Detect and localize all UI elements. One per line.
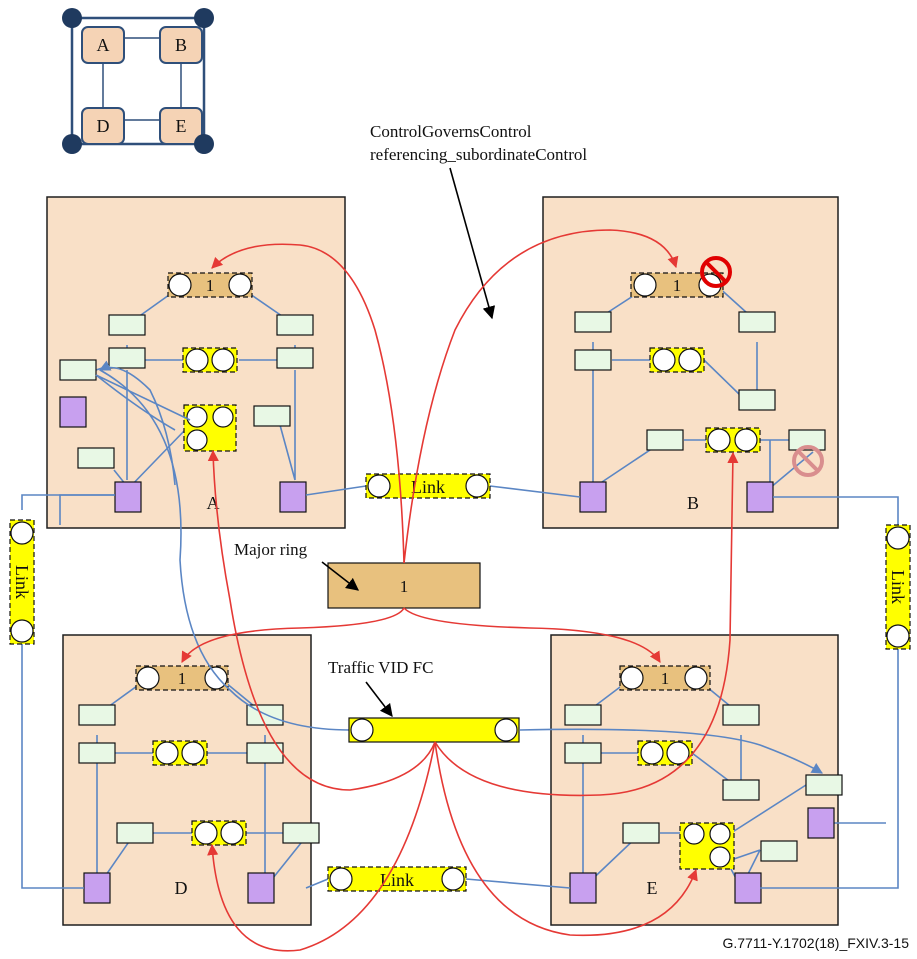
- node-d-internals: [78, 677, 320, 904]
- link-top: Link: [365, 473, 491, 499]
- red-control-arrows: [181, 229, 739, 952]
- control-label-line1: ControlGovernsControl: [370, 122, 532, 141]
- legend-label-d: D: [97, 116, 110, 136]
- link-left-label: Link: [12, 565, 32, 599]
- node-label-b: B: [687, 493, 699, 513]
- link-right: Link: [885, 524, 911, 650]
- traffic-vid-fc: [348, 717, 520, 743]
- legend-label-a: A: [97, 35, 110, 55]
- ring-number-b: 1: [673, 276, 682, 295]
- link-right-label: Link: [888, 570, 908, 604]
- node-label-e: E: [647, 878, 658, 898]
- major-ring-number: 1: [400, 577, 409, 596]
- ring-number-a: 1: [206, 276, 215, 295]
- legend-label-b: B: [175, 35, 187, 55]
- ring-number-e: 1: [661, 669, 670, 688]
- link-top-label: Link: [411, 477, 445, 497]
- control-label-line2: referencing_subordinateControl: [370, 145, 587, 164]
- ring-number-d: 1: [178, 669, 187, 688]
- ring-box-e: 1: [619, 665, 711, 691]
- ring-box-d: 1: [135, 665, 229, 691]
- node-a-internals: [59, 284, 314, 525]
- link-bottom: Link: [327, 866, 467, 892]
- figure-id: G.7711-Y.1702(18)_FXIV.3-15: [722, 935, 909, 951]
- node-label-d: D: [175, 878, 188, 898]
- legend-label-e: E: [176, 116, 187, 136]
- ring-box-a: 1: [167, 272, 253, 298]
- major-ring-label: Major ring: [234, 540, 308, 559]
- traffic-vid-fc-label: Traffic VID FC: [328, 658, 433, 677]
- link-left: Link: [9, 519, 35, 645]
- node-e-internals: [564, 677, 886, 904]
- legend-ring: A B D E: [62, 8, 214, 154]
- node-b-internals: [574, 284, 826, 513]
- inter-node-wires: [21, 360, 899, 889]
